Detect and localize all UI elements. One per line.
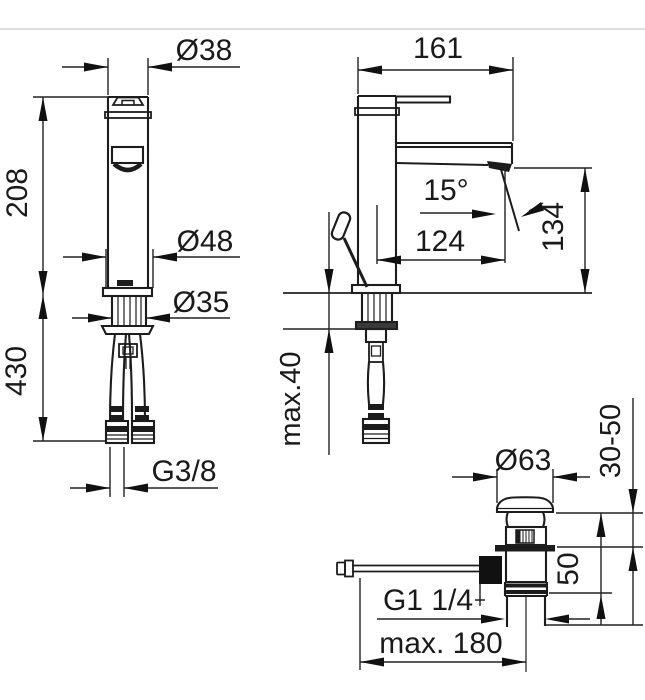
dim-supply-thread: G3/8 xyxy=(151,455,216,488)
body-collar xyxy=(104,111,152,119)
pullrod-linkage-inner xyxy=(370,345,382,357)
water-stream-line xyxy=(499,165,520,232)
dim-shank-diameter: Ø35 xyxy=(173,286,230,319)
handle-lever xyxy=(396,95,452,104)
side-shank xyxy=(360,293,394,322)
body-slot xyxy=(117,280,133,286)
dim-waste-thread: G1 1/4 xyxy=(383,584,473,617)
side-base-plate xyxy=(350,283,402,295)
overflow-slot-hatch xyxy=(519,530,533,543)
side-hose-crimp xyxy=(368,404,384,410)
waste-flange xyxy=(495,545,555,552)
hose-left-outer xyxy=(108,333,117,422)
shank-tail xyxy=(364,327,388,344)
hose-left-inner xyxy=(121,333,128,422)
pullrod-linkage xyxy=(368,341,384,363)
hose-nut-lines xyxy=(132,434,154,440)
hose-crimp xyxy=(135,415,149,420)
faucet-body-outline xyxy=(106,95,150,288)
hose-crimp xyxy=(135,406,149,412)
spout-arm xyxy=(395,141,514,167)
rod-tip-cap xyxy=(336,561,346,576)
handle-top xyxy=(111,96,145,106)
pullrod-coupler-inner xyxy=(122,346,134,355)
horizontal-rod xyxy=(352,564,479,573)
aerator-window xyxy=(110,145,145,165)
dim-base-diameter: Ø48 xyxy=(177,225,234,258)
side-hose-crimp xyxy=(368,413,384,419)
side-view xyxy=(330,94,520,445)
handle-notch xyxy=(121,99,135,105)
waste-neck xyxy=(505,511,546,528)
dim-waste-body-height: 50 xyxy=(552,552,585,585)
dim-height-range: 30-50 xyxy=(595,404,627,478)
dim-spout-reach: 124 xyxy=(415,225,465,258)
dim-rod-length: max. 180 xyxy=(379,627,502,660)
pullrod-shaft xyxy=(342,237,369,288)
base-plate xyxy=(101,286,154,298)
front-view xyxy=(100,95,156,445)
rod-clamp xyxy=(479,556,502,584)
dim-max-deck-thickness: max.40 xyxy=(275,351,307,446)
side-hose-nut-lines xyxy=(363,433,389,440)
side-view-dimensions xyxy=(283,57,592,455)
hose-nut-band xyxy=(132,426,154,432)
hose-right-inner xyxy=(127,333,134,422)
dim-cap-diameter: Ø63 xyxy=(495,444,552,477)
side-hose-nut-band xyxy=(363,424,389,430)
dim-outlet-height: 134 xyxy=(537,202,570,252)
clamp-pin xyxy=(475,584,485,606)
waste-view-dimensions xyxy=(359,398,643,670)
side-hose-nut xyxy=(361,417,391,445)
thread-band xyxy=(505,583,547,588)
shank-sides xyxy=(110,296,148,326)
hose-crimp xyxy=(110,415,124,420)
dim-hose-length: 430 xyxy=(0,346,33,396)
pullrod-knob xyxy=(330,211,352,241)
waste-mid-body xyxy=(504,551,548,582)
dim-overall-depth: 161 xyxy=(413,32,463,65)
side-hose xyxy=(366,361,386,405)
mounting-flange xyxy=(100,324,155,336)
dim-stream-angle: 15° xyxy=(423,174,468,207)
hose-right-outer xyxy=(138,333,147,422)
hose-crimp xyxy=(110,406,124,412)
hose-nut-band xyxy=(106,426,128,432)
side-body-outline xyxy=(356,94,398,285)
rod-tip-block xyxy=(344,559,354,578)
waste-thread-section xyxy=(503,580,549,598)
tailpipe-walls xyxy=(505,596,547,627)
pullrod-stub xyxy=(125,357,131,369)
shank-threads xyxy=(117,296,142,326)
dim-spout-width: Ø38 xyxy=(176,34,233,67)
side-shank-threads xyxy=(367,293,387,322)
side-collar xyxy=(354,107,400,116)
waste-cap xyxy=(495,496,555,514)
front-view-dimensions xyxy=(33,58,240,497)
thread-band xyxy=(505,590,547,594)
aerator-lip xyxy=(112,162,143,173)
waste-view xyxy=(336,496,555,672)
hose-nut-lines xyxy=(106,434,128,440)
dim-body-height: 208 xyxy=(1,168,34,218)
pullrod-coupler xyxy=(118,343,138,358)
overflow-slot-dark xyxy=(516,530,521,543)
